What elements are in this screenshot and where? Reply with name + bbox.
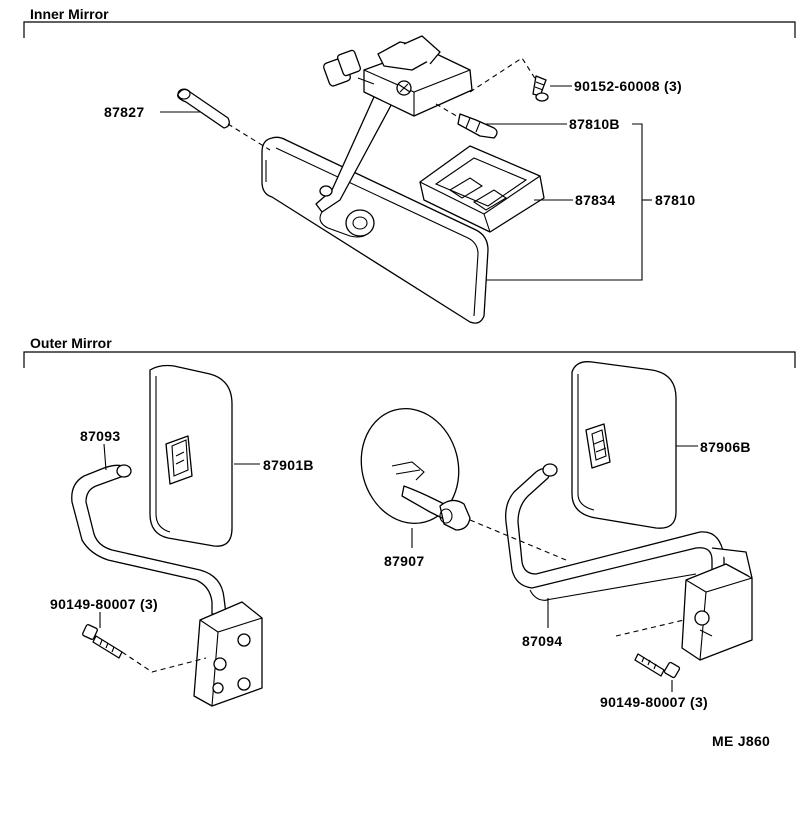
inner-bulb-87810B [457,113,498,139]
inner-mirror-title: Inner Mirror [30,6,109,22]
outer-right-bracket [681,547,753,661]
label-90152-60008: 90152-60008 (3) [574,78,682,94]
label-87810: 87810 [655,192,695,208]
inner-screw-90152 [532,75,549,102]
label-87093: 87093 [80,428,120,444]
outer-right-bolt-90149 [634,653,681,679]
label-87901B: 87901B [263,457,314,473]
label-87810B: 87810B [569,116,620,132]
outer-left-bolt-90149 [82,624,123,659]
inner-pin-87827 [177,88,230,129]
inner-mirror-body [261,136,489,324]
outer-mirror-header: Outer Mirror [23,335,796,368]
inner-mirror-mount-bracket [323,35,473,117]
label-87907: 87907 [384,553,424,569]
label-90149-80007-right: 90149-80007 (3) [600,694,708,710]
outer-right-leaders [411,445,698,692]
inner-leaders [160,85,652,281]
label-87094: 87094 [522,633,562,649]
label-87906B: 87906B [700,439,751,455]
outer-left-leaders [99,443,260,628]
dash-right-bolt [615,619,685,637]
dash-screw [469,57,537,93]
label-87827: 87827 [104,104,144,120]
label-90149-80007-left: 90149-80007 (3) [50,596,158,612]
outer-round-mirror-87907 [360,407,471,531]
inner-section-bracket [23,21,796,38]
inner-lamp-housing-87834 [419,145,545,233]
outer-section-bracket [23,351,796,368]
dash-bulb [435,103,461,119]
outer-mirror-title: Outer Mirror [30,335,112,351]
label-87834: 87834 [575,192,615,208]
outer-left-mirror-head [149,364,233,547]
inner-mirror-stay [315,87,397,238]
outer-right-stay-87094 [505,463,725,601]
outer-right-mirror-head [571,361,677,529]
diagram-code: ME J860 [712,733,770,749]
dash-left-bolt [121,651,207,673]
inner-mirror-header: Inner Mirror [23,6,796,38]
outer-left-bracket [193,601,263,707]
